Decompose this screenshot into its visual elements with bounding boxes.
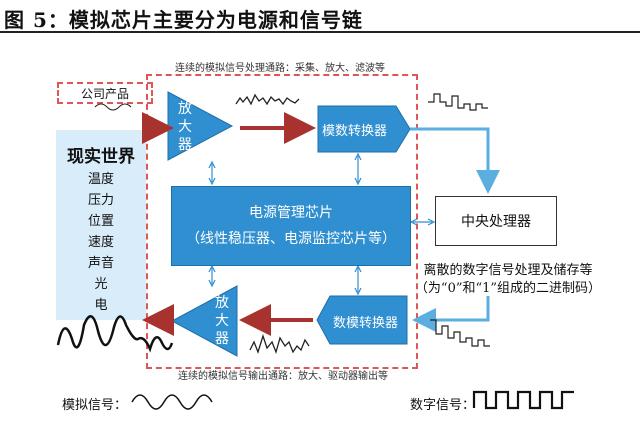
adc-block	[317, 105, 411, 153]
legend-digital-label: 数字信号：	[410, 398, 476, 413]
real-world-item: 温度	[87, 172, 114, 187]
dac-block	[316, 295, 408, 345]
dac-label: 数模转换器	[333, 316, 399, 331]
waveform-digital-bottom	[430, 319, 490, 347]
top-caption: 连续的模拟信号处理通路：采集、放大、滤波等	[175, 63, 385, 74]
real-world-item: 光	[94, 277, 108, 292]
waveform-output-large	[56, 315, 174, 353]
real-world-item: 压力	[87, 193, 114, 208]
figure-title: 图 5：模拟芯片主要分为电源和信号链	[4, 8, 363, 32]
power-chip-subtitle: （线性稳压器、电源监控芯片等）	[186, 231, 396, 247]
real-world-title: 现实世界	[67, 147, 135, 167]
amplifier-bottom	[170, 285, 238, 357]
power-management-chip: 电源管理芯片 （线性稳压器、电源监控芯片等）	[171, 186, 411, 266]
real-world-item: 声音	[87, 256, 114, 271]
real-world-item: 速度	[87, 235, 114, 250]
waveform-input-small	[94, 103, 132, 111]
waveform-analog-amplified	[235, 93, 300, 106]
power-connectors	[208, 152, 436, 296]
real-world-item: 位置	[87, 214, 114, 229]
adc-label: 模数转换器	[322, 124, 388, 139]
real-world-panel	[56, 130, 146, 320]
digital-processing-note: 离散的数字信号处理及储存等 （为“0”和“1”组成的二进制码）	[414, 263, 602, 296]
company-product-label: 公司产品	[57, 82, 153, 104]
title-divider	[0, 31, 640, 33]
waveform-digital-top	[428, 93, 488, 111]
arrow-cpu-to-dac	[412, 296, 490, 332]
arrow-adc-to-cpu	[410, 127, 500, 194]
cpu-block: 中央处理器	[435, 196, 557, 246]
bottom-caption: 连续的模拟信号输出通路：放大、驱动器输出等	[178, 371, 388, 382]
power-chip-title: 电源管理芯片	[249, 205, 333, 221]
amplifier-bottom-label: 放 大 器	[215, 295, 229, 347]
waveform-dac-output	[249, 333, 310, 355]
digital-signal-icon	[472, 390, 574, 410]
amplifier-top-label: 放 大 器	[178, 101, 192, 153]
legend-analog-label: 模拟信号：	[62, 398, 128, 413]
real-world-item: 电	[94, 298, 108, 313]
analog-signal-icon	[131, 394, 213, 410]
